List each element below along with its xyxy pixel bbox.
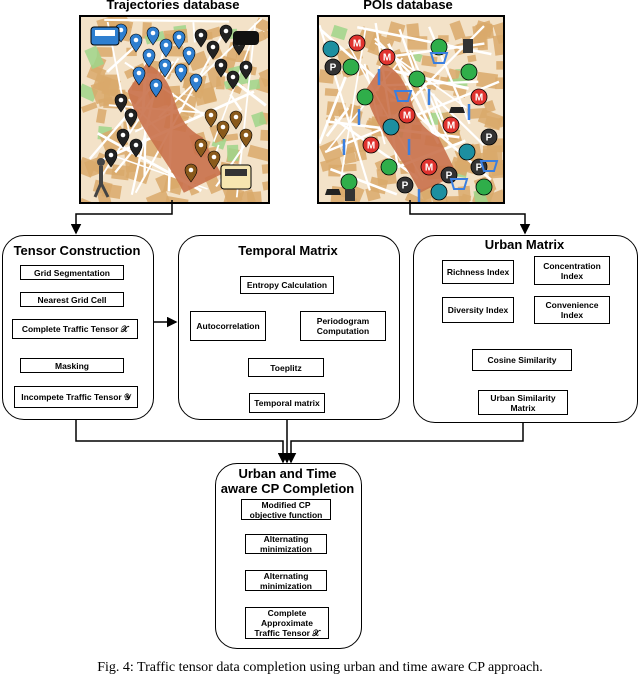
urban-similarity-matrix-box: Urban Similarity Matrix <box>478 390 568 415</box>
richness-index-box: Richness Index <box>442 260 514 284</box>
complete-approximate-tensor-box: Complete Approximate Traffic Tensor 𝒳 <box>245 607 329 639</box>
cosine-similarity-box: Cosine Similarity <box>472 349 572 371</box>
temporal-matrix-title: Temporal Matrix <box>178 244 398 258</box>
toeplitz-box: Toeplitz <box>248 358 324 377</box>
autocorrelation-box: Autocorrelation <box>190 311 266 341</box>
alternating-minimization-box-1: Alternating minimization <box>245 534 327 554</box>
figure-caption: Fig. 4: Traffic tensor data completion u… <box>0 660 640 676</box>
modified-cp-objective-box: Modified CP objective function <box>241 499 331 520</box>
cp-completion-title-line1: Urban and Time <box>215 467 360 481</box>
diversity-index-box: Diversity Index <box>442 297 514 323</box>
grid-segmentation-box: Grid Segmentation <box>20 265 124 280</box>
masking-box: Masking <box>20 358 124 373</box>
cp-completion-title-line2: aware CP Completion <box>215 482 360 496</box>
entropy-calculation-box: Entropy Calculation <box>240 276 334 294</box>
tensor-construction-title: Tensor Construction <box>2 244 152 258</box>
incomplete-traffic-tensor-box: Incompete Traffic Tensor 𝒴 <box>14 386 138 408</box>
temporal-matrix-output-box: Temporal matrix <box>249 393 325 413</box>
urban-matrix-title: Urban Matrix <box>413 238 636 252</box>
complete-traffic-tensor-box: Complete Traffic Tensor 𝒳 <box>12 319 138 339</box>
nearest-grid-cell-box: Nearest Grid Cell <box>20 292 124 307</box>
periodogram-box: Periodogram Computation <box>300 311 386 341</box>
convenience-index-box: Convenience Index <box>534 296 610 324</box>
alternating-minimization-box-2: Alternating minimization <box>245 570 327 591</box>
concentration-index-box: Concentration Index <box>534 256 610 285</box>
